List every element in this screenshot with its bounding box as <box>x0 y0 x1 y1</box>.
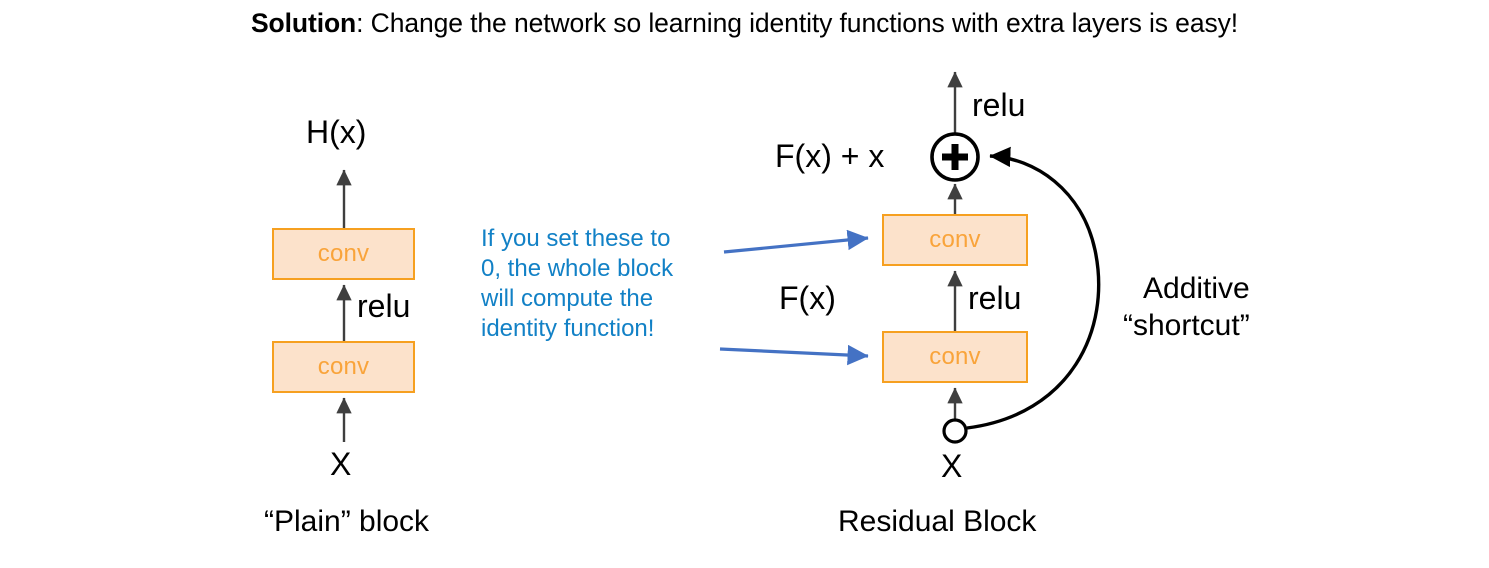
annotation-line-4: identity function! <box>481 315 655 342</box>
page-title-bold: Solution <box>250 8 357 38</box>
plain-block-title: “Plain” block <box>264 505 430 538</box>
conv-label: conv <box>317 240 370 267</box>
plain-conv-box-lower[interactable]: conv <box>272 341 415 393</box>
residual-conv-box-upper[interactable]: conv <box>882 214 1028 266</box>
plain-relu-label: relu <box>357 288 411 324</box>
residual-inner-relu-label: relu <box>968 280 1022 316</box>
page-title-rest: : Change the network so learning identit… <box>356 8 1239 38</box>
annotation-line-2: 0, the whole block <box>481 255 674 282</box>
conv-label: conv <box>929 226 981 253</box>
annotation-text: If you set these to 0, the whole block w… <box>481 224 726 344</box>
plain-output-label: H(x) <box>306 114 367 150</box>
residual-input-label: X <box>941 448 963 484</box>
annotation-line-1: If you set these to <box>481 225 671 252</box>
conv-label: conv <box>317 353 370 380</box>
plain-conv-box-upper[interactable]: conv <box>272 228 415 280</box>
annotation-arrow-top <box>723 229 869 254</box>
page-title: Solution: Change the network so learning… <box>0 6 1489 40</box>
residual-output-relu-label: relu <box>972 87 1026 123</box>
shortcut-label-line-2: “shortcut” <box>1123 309 1250 342</box>
shortcut-junction-node <box>942 418 968 444</box>
residual-sum-label: F(x) + x <box>775 138 885 174</box>
annotation-line-3: will compute the <box>481 285 654 312</box>
annotation-arrow-bottom <box>719 344 869 366</box>
conv-label: conv <box>929 343 981 370</box>
plain-input-label: X <box>330 446 352 482</box>
shortcut-label-line-1: Additive <box>1143 272 1250 305</box>
residual-block-title: Residual Block <box>838 505 1037 538</box>
residual-branch-label: F(x) <box>779 280 836 316</box>
sum-node-circle <box>930 132 980 182</box>
residual-conv-box-lower[interactable]: conv <box>882 331 1028 383</box>
